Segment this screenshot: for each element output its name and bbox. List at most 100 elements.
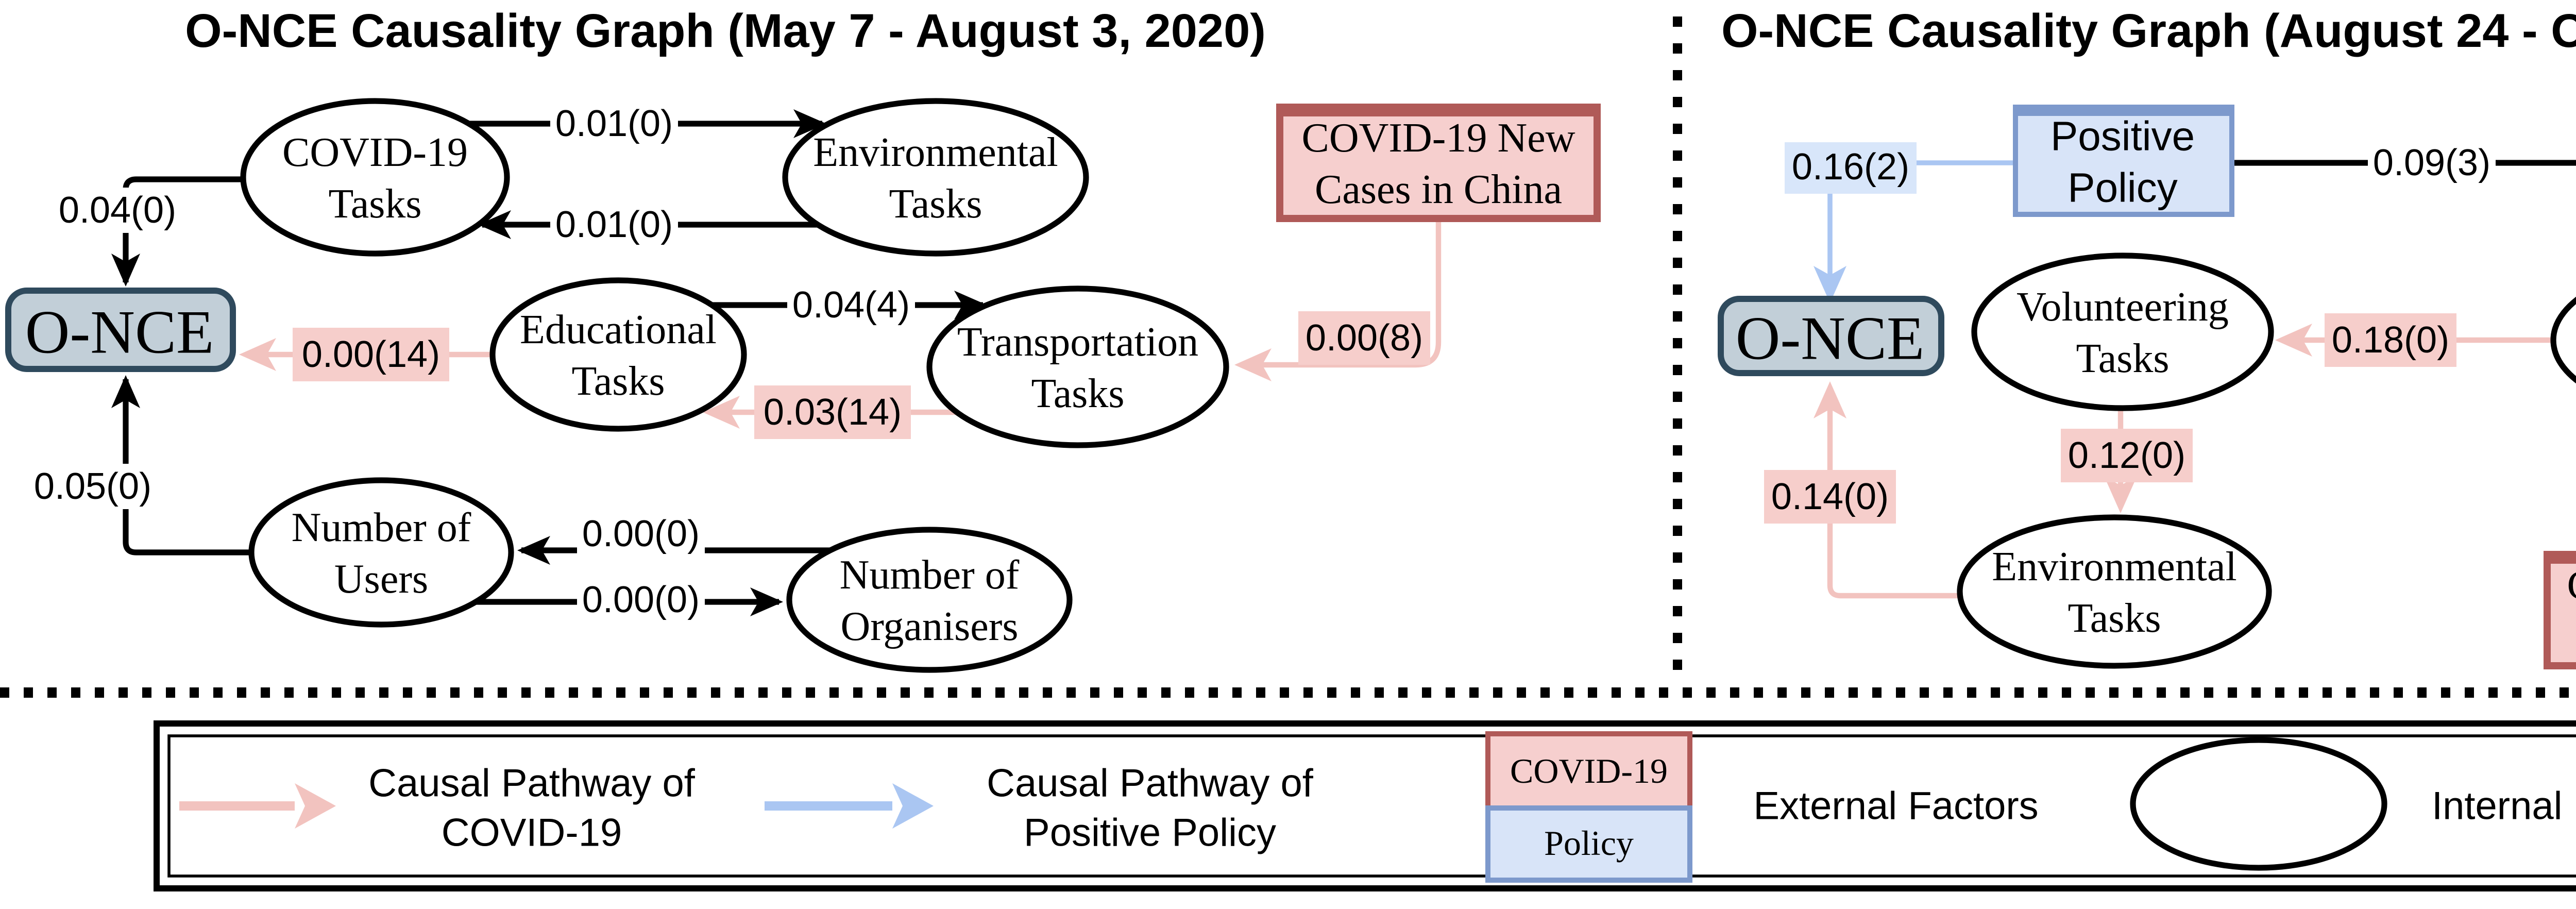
policy-pathway-arrowhead-icon: [892, 783, 934, 829]
legend-policy-pathway-label: Causal Pathway of: [987, 762, 1314, 805]
node-environmental-tasks-right-shape: [1957, 514, 2272, 669]
edge-label-bg: [54, 188, 181, 233]
node-number-of-users-right-shape: [2550, 296, 2576, 384]
node-once-left-shape: [5, 288, 236, 372]
node-once-right-label: O-NCE: [1736, 304, 1925, 373]
edge-label-users-to-volunteering: 0.18(0): [2332, 319, 2449, 361]
edge-label-transport-to-edu: 0.03(14): [764, 392, 902, 433]
legend-covid-box-label: COVID-19: [1510, 751, 1668, 790]
node-environmental-tasks-right-label: Environmental: [1992, 544, 2236, 590]
edge-label-edu-to-once: 0.00(14): [302, 334, 440, 375]
right-graph-nodes: Positive Policy O-NCE Volunteering Tasks…: [1718, 105, 2576, 669]
node-covid-new-cases-right-label: COVID-19 New: [2567, 563, 2576, 608]
legend-policy-box: [1485, 805, 1692, 883]
edge-label-bg-pink: [293, 328, 449, 381]
edge-label-covid-to-env: 0.01(0): [555, 103, 673, 144]
legend-external-factors-label: External Factors: [1753, 784, 2038, 828]
edge-label-cases-to-transport: 0.00(8): [1306, 317, 1423, 359]
node-covid-new-cases-left-label: COVID-19 New: [1301, 115, 1575, 161]
legend-policy-pathway: Causal Pathway of Positive Policy: [765, 762, 1314, 855]
edge-label-bg-pink: [1298, 311, 1430, 365]
edge-label-volunteering-to-env: 0.12(0): [2068, 435, 2185, 476]
node-educational-tasks-label: Educational: [520, 307, 717, 352]
node-transportation-tasks: Transportation Tasks: [926, 285, 1229, 448]
node-educational-tasks-shape: [489, 277, 747, 432]
left-graph-nodes: COVID-19 Tasks Environmental Tasks O-NCE…: [5, 98, 1601, 673]
edge-label-env-to-covid: 0.01(0): [555, 204, 673, 245]
node-volunteering-tasks: Volunteering Tasks: [1971, 252, 2274, 411]
node-volunteering-tasks-label: Tasks: [2076, 336, 2169, 381]
node-covid-tasks-shape: [240, 98, 510, 257]
node-number-of-users-left-label: Number of: [292, 505, 471, 550]
node-volunteering-tasks-label: Volunteering: [2016, 284, 2229, 330]
node-once-left-label: O-NCE: [25, 298, 214, 366]
edge-label-bg-pink: [1764, 470, 1896, 524]
left-graph-title: O-NCE Causality Graph (May 7 - August 3,…: [185, 5, 1266, 57]
legend-policy-box-label: Policy: [1544, 823, 1634, 863]
edge-label-bg: [577, 511, 705, 557]
node-covid-tasks-label: Tasks: [328, 181, 421, 227]
edge-label-bg: [550, 202, 678, 247]
right-graph-edge-labels: 0.16(2) 0.09(3) 0.18(0) 0.12(0) 0.14(0) …: [1764, 140, 2496, 524]
node-environmental-tasks-shape: [782, 98, 1089, 257]
legend-policy-pathway-label: Positive Policy: [1024, 811, 1276, 855]
edge-label-bg-pink: [2061, 429, 2193, 482]
legend-covid-pathway-label: Causal Pathway of: [368, 762, 696, 805]
node-volunteering-tasks-shape: [1971, 252, 2274, 411]
legend-covid-pathway-label: COVID-19: [442, 811, 622, 855]
node-covid-new-cases-right-shape: [2544, 551, 2576, 669]
node-positive-policy-shape: [2013, 105, 2234, 217]
node-environmental-tasks-label: Environmental: [813, 130, 1058, 175]
edge-label-bg: [2368, 140, 2496, 186]
right-graph-title: O-NCE Causality Graph (August 24 - Octob…: [1721, 5, 2576, 57]
node-covid-new-cases-left-label: Cases in China: [1315, 167, 1562, 212]
node-transportation-tasks-shape: [926, 285, 1229, 448]
legend-internal-factors: Internal Factors: [2130, 737, 2576, 871]
edge-label-edu-to-transport: 0.04(4): [792, 284, 910, 326]
edge-label-env-to-once: 0.14(0): [1771, 476, 1889, 517]
edge-label-bg: [550, 101, 678, 146]
node-positive-policy: Positive Policy: [2013, 105, 2234, 217]
edge-env-to-once: [1814, 381, 1960, 599]
node-number-of-users-right: Number of Users: [2550, 296, 2576, 384]
edge-label-organisers-to-users: 0.00(0): [582, 513, 700, 554]
node-educational-tasks: Educational Tasks: [489, 277, 747, 432]
node-covid-tasks: COVID-19 Tasks: [240, 98, 510, 257]
node-number-of-organisers-label: Organisers: [840, 604, 1018, 649]
edge-label-users-to-once: 0.05(0): [34, 466, 151, 507]
node-number-of-users-left: Number of Users: [248, 477, 514, 628]
node-positive-policy-label: Policy: [2067, 165, 2177, 211]
edge-label-bg: [29, 464, 157, 509]
edge-label-bg: [787, 282, 915, 328]
node-covid-new-cases-right: COVID-19 New Cases in China: [2544, 551, 2576, 669]
node-environmental-tasks-label: Tasks: [889, 181, 982, 227]
node-number-of-organisers-shape: [786, 527, 1073, 673]
node-covid-new-cases-left: COVID-19 New Cases in China: [1276, 104, 1601, 222]
node-number-of-users-left-shape: [248, 477, 514, 628]
legend-inner-border: [167, 734, 2576, 878]
node-environmental-tasks: Environmental Tasks: [782, 98, 1089, 257]
edge-label-policy-to-once: 0.16(2): [1792, 146, 1909, 188]
node-once-right: O-NCE: [1718, 296, 1944, 376]
legend-internal-ellipse: [2130, 737, 2387, 871]
edge-label-policy-to-users: 0.09(3): [2373, 142, 2490, 183]
node-environmental-tasks-right: Environmental Tasks: [1957, 514, 2272, 669]
node-once-right-shape: [1718, 296, 1944, 376]
edge-users-to-once: [111, 375, 251, 556]
node-number-of-organisers-label: Number of: [840, 552, 1020, 598]
edge-label-bg: [577, 577, 705, 622]
legend-internal-factors-label: Internal Factors: [2432, 784, 2576, 828]
covid-pathway-arrowhead-icon: [295, 783, 336, 829]
node-transportation-tasks-label: Tasks: [1031, 371, 1124, 416]
legend: Causal Pathway of COVID-19 Causal Pathwa…: [154, 720, 2576, 891]
node-number-of-users-left-label: Users: [334, 557, 428, 602]
legend-external-factors: COVID-19 Policy External Factors: [1485, 731, 2039, 883]
node-positive-policy-label: Positive: [2050, 113, 2195, 159]
node-transportation-tasks-label: Transportation: [957, 319, 1198, 365]
edge-label-users-to-organisers: 0.00(0): [582, 579, 700, 620]
edge-label-bg-blue: [1785, 142, 1917, 194]
node-covid-tasks-label: COVID-19: [282, 130, 468, 175]
node-number-of-organisers: Number of Organisers: [786, 527, 1073, 673]
node-educational-tasks-label: Tasks: [571, 359, 665, 404]
